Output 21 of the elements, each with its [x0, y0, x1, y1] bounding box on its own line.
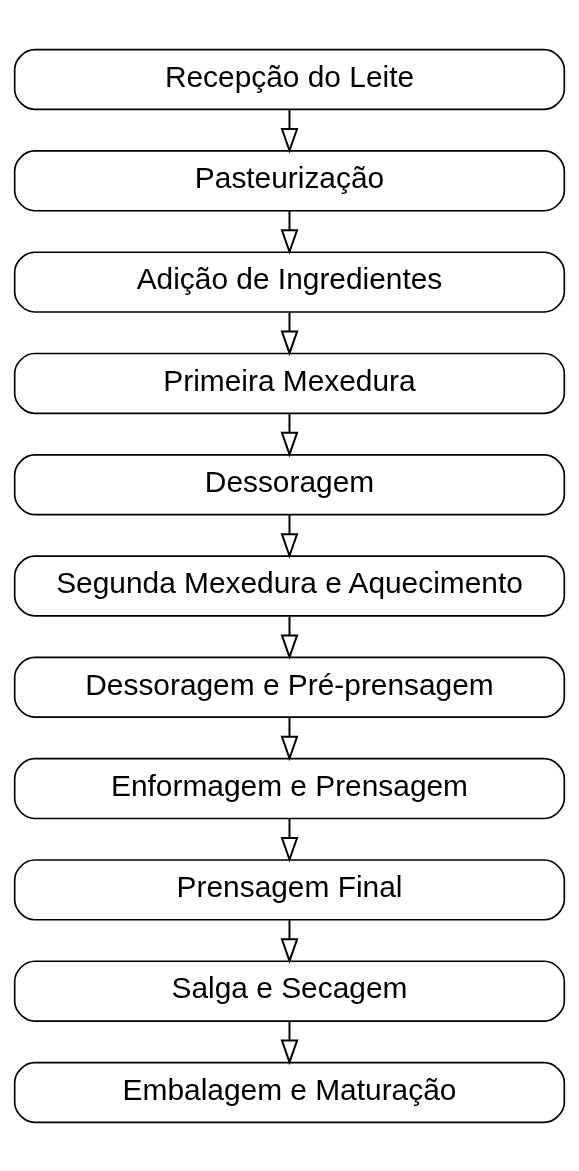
node-box: Enformagem e Prensagem	[13, 757, 566, 819]
node-box: Salga e Secagem	[13, 959, 566, 1022]
arrow	[280, 310, 299, 356]
node-box: Dessoragem	[13, 453, 566, 515]
arrow	[280, 411, 299, 457]
node-box: Adição de Ingredientes	[13, 250, 566, 313]
arrow	[280, 918, 299, 964]
arrow	[280, 614, 299, 660]
arrow	[280, 817, 299, 863]
arrow	[280, 209, 299, 255]
arrow	[280, 513, 299, 559]
node-box: Recepção do Leite	[13, 48, 566, 110]
arrow	[280, 715, 299, 761]
node-box: Primeira Mexedura	[13, 352, 566, 414]
node-box: Pasteurização	[13, 149, 566, 212]
node-box: Prensagem Final	[13, 858, 566, 921]
node-box: Dessoragem e Pré-prensagem	[13, 656, 566, 718]
node-box: Embalagem e Maturação	[13, 1061, 566, 1123]
arrow	[280, 108, 299, 154]
arrow	[280, 1019, 299, 1065]
node-box: Segunda Mexedura e Aquecimento	[13, 554, 566, 617]
